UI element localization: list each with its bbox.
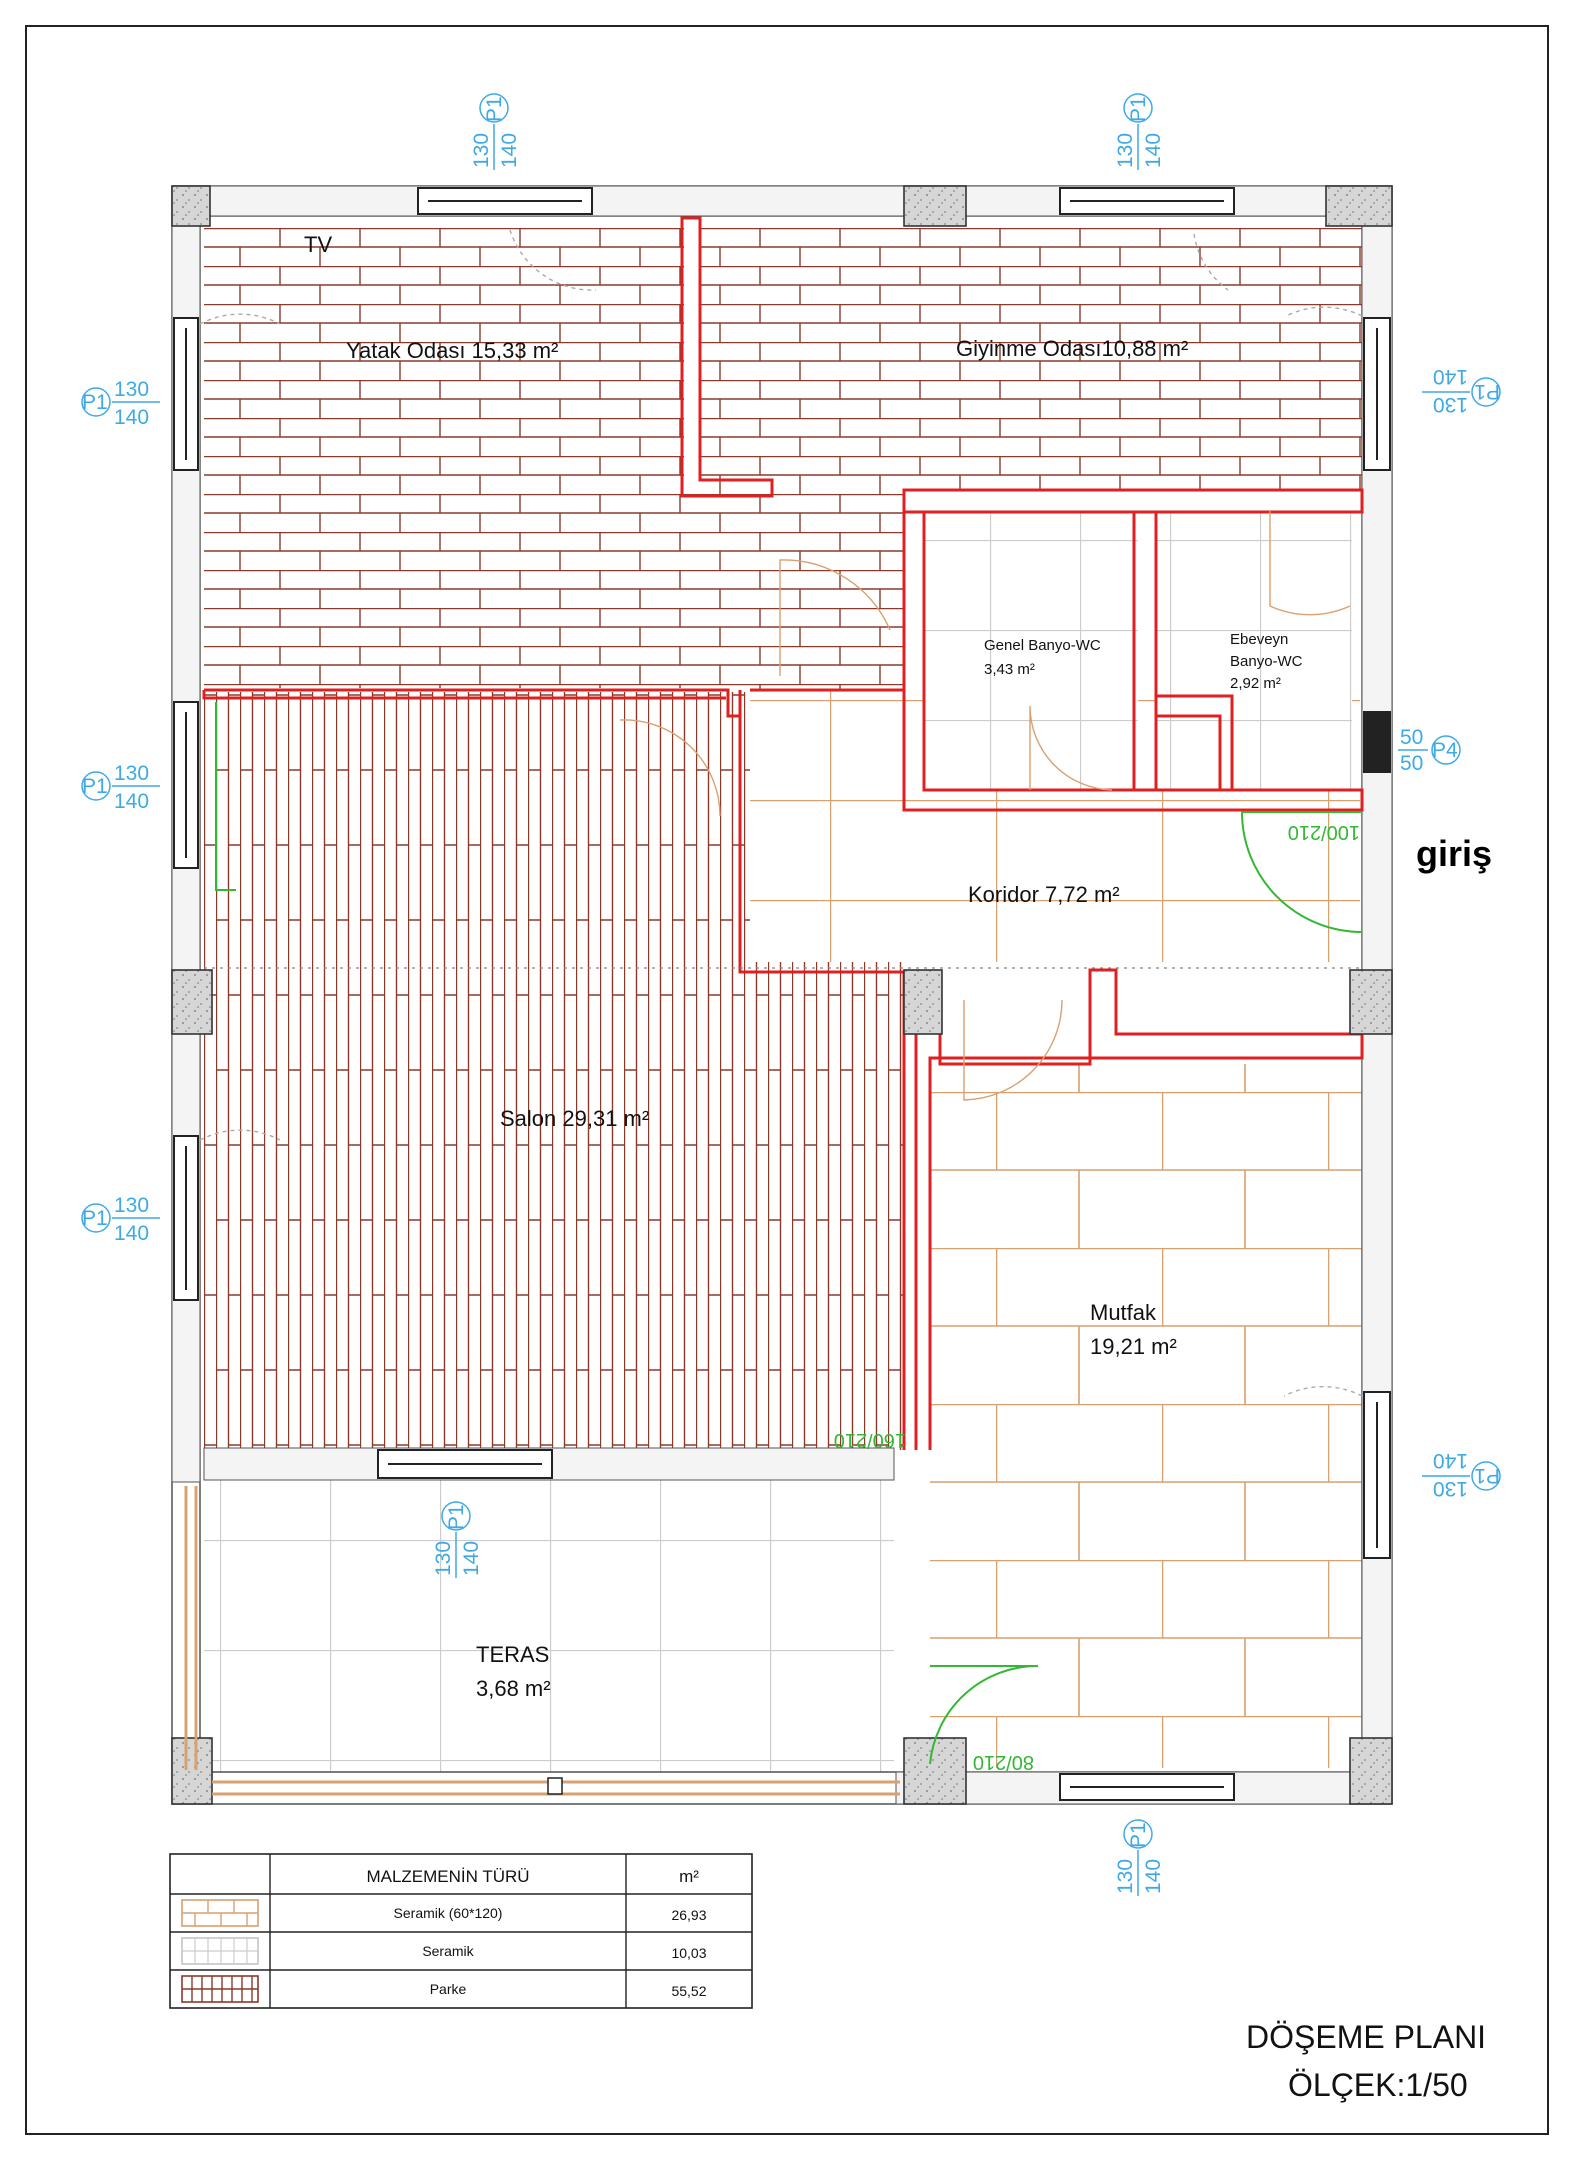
svg-text:140: 140 — [1142, 1859, 1165, 1894]
window-tag-left-3: P1 130 140 — [81, 1194, 160, 1245]
columns — [171, 185, 1393, 1805]
svg-text:P1: P1 — [82, 391, 108, 414]
svg-text:140: 140 — [1433, 365, 1468, 388]
svg-text:140: 140 — [498, 133, 521, 168]
window-tag-bottom: P1 130 140 — [1114, 1819, 1165, 1896]
svg-text:50: 50 — [1400, 752, 1423, 775]
svg-text:130: 130 — [1114, 133, 1137, 168]
room-label-ebeveyn-2: Banyo-WC — [1230, 653, 1303, 670]
room-label-genel-banyo: Genel Banyo-WC — [984, 637, 1101, 654]
svg-text:P1: P1 — [1474, 1464, 1500, 1487]
room-label-giyinme: Giyinme Odası10,88 m² — [956, 336, 1188, 361]
window-tag-left-1: P1 130 140 — [81, 378, 160, 429]
legend-row-area: 55,52 — [671, 1983, 706, 1999]
legend-swatch-seramik — [181, 1937, 259, 1965]
floor-giyinme — [700, 228, 1364, 490]
svg-text:140: 140 — [114, 790, 149, 813]
legend-header-area: m² — [679, 1867, 699, 1886]
partition-walls — [202, 216, 1364, 1450]
drawing-scale: ÖLÇEK:1/50 — [1288, 2067, 1468, 2103]
svg-text:140: 140 — [1142, 133, 1165, 168]
svg-text:130: 130 — [470, 133, 493, 168]
windows — [173, 187, 1391, 1801]
legend-swatch-seramik-large — [181, 1899, 259, 1927]
floor-ebeveyn-banyo — [1156, 512, 1352, 790]
room-label-ebeveyn: Ebeveyn — [1230, 631, 1288, 648]
svg-text:130: 130 — [114, 762, 149, 785]
svg-text:130: 130 — [1433, 1477, 1468, 1500]
floor-finishes — [204, 228, 1364, 1772]
legend-table: MALZEMENİN TÜRÜ m² Seramik (60*120) 26,9… — [169, 1853, 753, 2009]
room-label-teras: TERAS — [476, 1642, 549, 1667]
room-label-yatak: Yatak Odası 15,33 m² — [346, 338, 558, 363]
room-label-koridor: Koridor 7,72 m² — [968, 882, 1120, 907]
svg-text:130: 130 — [114, 1194, 149, 1217]
svg-text:140: 140 — [114, 406, 149, 429]
entrance-label: giriş — [1416, 833, 1492, 874]
room-area-genel-banyo: 3,43 m² — [984, 661, 1035, 678]
door-swings — [199, 229, 1363, 1765]
legend-row-type: Parke — [430, 1981, 467, 1997]
legend-row-type: Seramik — [422, 1943, 474, 1959]
svg-text:P4: P4 — [1432, 739, 1458, 762]
room-area-mutfak: 19,21 m² — [1090, 1334, 1177, 1359]
legend-row-area: 26,93 — [671, 1907, 706, 1923]
window-tag-top-2: P1 130 140 — [1114, 93, 1165, 170]
svg-text:50: 50 — [1400, 726, 1423, 749]
room-area-teras: 3,68 m² — [476, 1676, 551, 1701]
railing-post — [547, 1777, 563, 1795]
door-code-kitchen: 80/210 — [973, 1751, 1034, 1773]
svg-text:130: 130 — [1114, 1859, 1137, 1894]
svg-text:140: 140 — [114, 1222, 149, 1245]
svg-text:P1: P1 — [1127, 96, 1150, 122]
sheet-border — [25, 25, 1549, 2135]
svg-text:P1: P1 — [82, 1207, 108, 1230]
legend-row-area: 10,03 — [671, 1945, 706, 1961]
floor-genel-banyo — [924, 512, 1138, 790]
svg-text:130: 130 — [1433, 393, 1468, 416]
legend-header-type: MALZEMENİN TÜRÜ — [366, 1867, 529, 1886]
window-tag-right-1: P1 130 140 — [1422, 365, 1501, 416]
room-label-salon: Salon 29,31 m² — [500, 1106, 649, 1131]
legend-row-type: Seramik (60*120) — [394, 1905, 503, 1921]
door-code-entrance: 100/210 — [1288, 821, 1360, 843]
svg-text:130: 130 — [114, 378, 149, 401]
window-tag-right-2: P1 130 140 — [1422, 1449, 1501, 1500]
window-tag-teras: P1 130 140 — [432, 1501, 483, 1578]
svg-text:P1: P1 — [445, 1504, 468, 1530]
svg-text:P1: P1 — [82, 775, 108, 798]
window-tag-p4: 50 50 P4 — [1398, 726, 1461, 775]
door-code-salon: 160/210 — [834, 1429, 906, 1451]
floor-yatak-passage — [684, 490, 904, 690]
svg-text:140: 140 — [460, 1541, 483, 1576]
svg-text:130: 130 — [432, 1541, 455, 1576]
drawing-title: DÖŞEME PLANI — [1246, 2019, 1486, 2055]
floor-teras — [204, 1480, 894, 1772]
floor-mutfak — [930, 1064, 1362, 1768]
svg-text:P1: P1 — [483, 96, 506, 122]
floor-yatak — [204, 228, 684, 688]
tv-label: TV — [304, 232, 332, 257]
svg-text:140: 140 — [1433, 1449, 1468, 1472]
window-tag-top-1: P1 130 140 — [470, 93, 521, 170]
room-label-mutfak: Mutfak — [1090, 1300, 1157, 1325]
svg-text:P1: P1 — [1127, 1822, 1150, 1848]
legend-swatch-parke — [181, 1975, 259, 2003]
svg-text:P1: P1 — [1474, 380, 1500, 403]
window-tag-left-2: P1 130 140 — [81, 762, 160, 813]
room-area-ebeveyn: 2,92 m² — [1230, 675, 1281, 692]
